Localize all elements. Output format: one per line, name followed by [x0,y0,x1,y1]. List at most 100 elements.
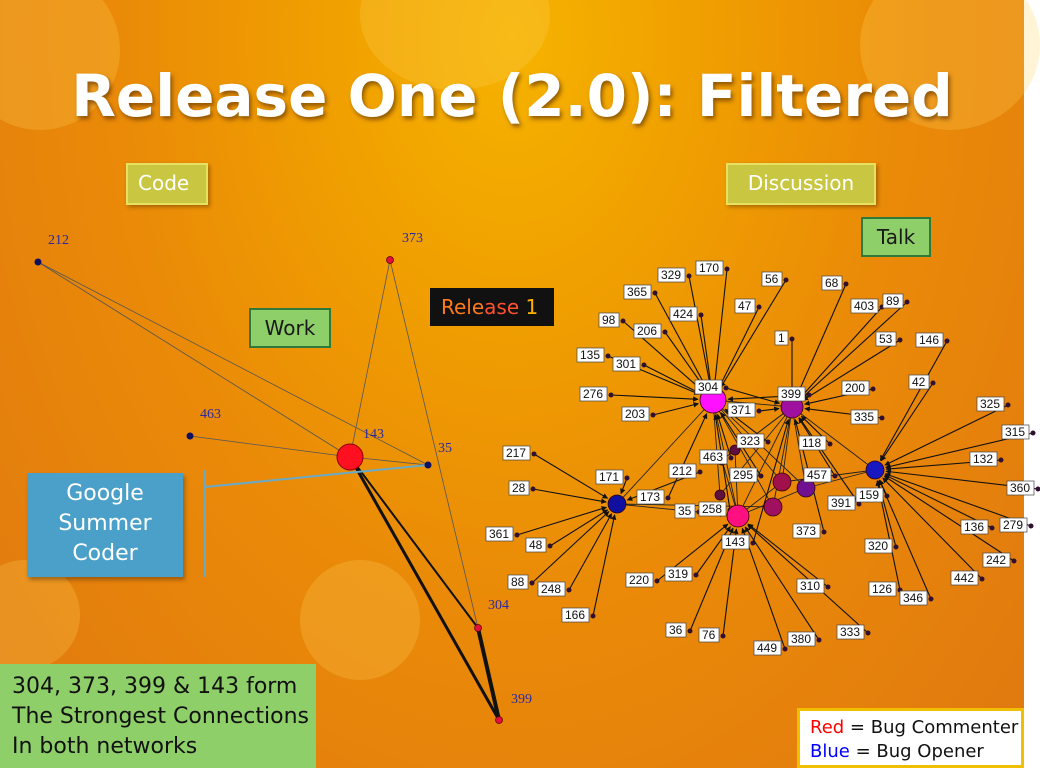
discussion-node-box [841,380,870,396]
legend-row-blue: Blue = Bug Opener [810,740,1011,764]
discussion-node-label: 126 [872,582,892,596]
discussion-node-box [836,624,865,640]
discussion-node-box [899,590,928,606]
discussion-node-box [969,451,998,467]
discussion-node-box [868,581,897,597]
discussion-edge [884,474,993,529]
discussion-node-dot [724,266,730,272]
discussion-node-box [625,572,654,588]
discussion-node-label: 173 [640,490,660,504]
discussion-node-box [698,501,727,517]
discussion-node-label: 360 [1010,481,1030,495]
discussion-node-label: 295 [733,468,753,482]
discussion-node-dot [893,544,899,550]
discussion-edge [667,413,708,499]
discussion-edge [880,382,934,462]
discussion-edge [802,339,901,401]
discussion-node-box [694,379,723,395]
gsc-connector [204,464,429,488]
discussion-node-dot [698,312,704,318]
discussion-edge [688,275,712,386]
legend-blue-word: Blue [810,741,850,762]
discussion-node-label: 206 [637,324,657,338]
release-text-part: Rele [441,295,485,319]
discussion-edge [741,527,786,650]
label-35: 35 [438,441,452,456]
discussion-edge [882,477,983,580]
discussion-node-label: 159 [859,488,879,502]
discussion-node-dot [843,281,849,287]
discussion-edge [883,475,1015,562]
discussion-node-dot [620,318,626,324]
release-text-part: 1 [519,295,539,319]
node-212 [34,258,42,266]
discussion-node-box [598,312,620,328]
discussion-edge [712,268,728,386]
discussion-node-box [753,640,782,656]
note-line: 304, 373, 399 & 143 form [12,674,298,699]
discussion-edge [610,394,699,402]
discussion-node-label: 365 [627,285,647,299]
discussion-hub [714,489,726,501]
discussion-node-label: 449 [757,641,777,655]
discussion-node-box [525,537,547,553]
discussion-node-box [908,374,930,390]
gsc-line: Coder [72,541,138,566]
release-text-part: ase [484,295,520,319]
code-edge [37,261,429,466]
discussion-edge [549,509,609,547]
discussion-node-box [537,581,566,597]
discussion-node-label: 76 [702,628,716,642]
discussion-node-dot [832,473,838,479]
discussion-node-box [798,435,827,451]
discussion-edge [758,406,780,412]
discussion-node-box [803,467,832,483]
discussion-node-label: 220 [629,573,649,587]
discussion-node-dot [687,628,693,634]
discussion-node-dot [944,338,950,344]
node-304 [474,624,482,632]
discussion-node-label: 335 [854,410,874,424]
discussion-node-dot [821,529,827,535]
discussion-edge [695,526,731,576]
discussion-node-label: 28 [512,481,526,495]
discussion-node-box [669,306,698,322]
google-summer-coder-box: Google Summer Coder [27,473,183,577]
discussion-node-label: 146 [919,333,939,347]
discussion-node-label: 399 [781,387,801,401]
slide-title: Release One (2.0): Filtered [71,62,953,130]
discussion-edge [747,523,829,588]
discussion-node-label: 136 [964,520,984,534]
discussion-node-box [850,409,879,425]
discussion-node-label: 170 [699,261,719,275]
discussion-node-dot [789,336,795,342]
discussion-node-dot [608,392,614,398]
discussion-node-label: 323 [740,434,760,448]
work-label: Work [249,308,331,348]
discussion-edge [654,292,707,388]
discussion-node-dot [904,299,910,305]
discussion-node-box [668,463,697,479]
discussion-hub [726,504,750,528]
code-edge [348,456,501,721]
discussion-node-box [792,523,821,539]
discussion-node-box [787,631,816,647]
discussion-edge [720,279,787,388]
legend-red-word: Red [810,717,845,738]
discussion-edge [643,364,701,394]
discussion-node-label: 320 [868,539,888,553]
code-edge [37,261,351,458]
legend: Red = Bug Commenter Blue = Bug Opener [797,708,1024,768]
discussion-node-dot [1005,402,1011,408]
discussion-edge [800,306,883,398]
discussion-node-label: 310 [800,579,820,593]
discussion-node-label: 329 [661,268,681,282]
discussion-node-box [999,517,1028,533]
release-label: Release 1 [430,288,554,326]
discussion-node-dot [723,385,729,391]
note-box: 304, 373, 399 & 143 form The Strongest C… [0,664,316,768]
legend-red-desc: = Bug Commenter [844,717,1019,738]
discussion-edge [884,472,1032,527]
code-edge [189,435,351,458]
